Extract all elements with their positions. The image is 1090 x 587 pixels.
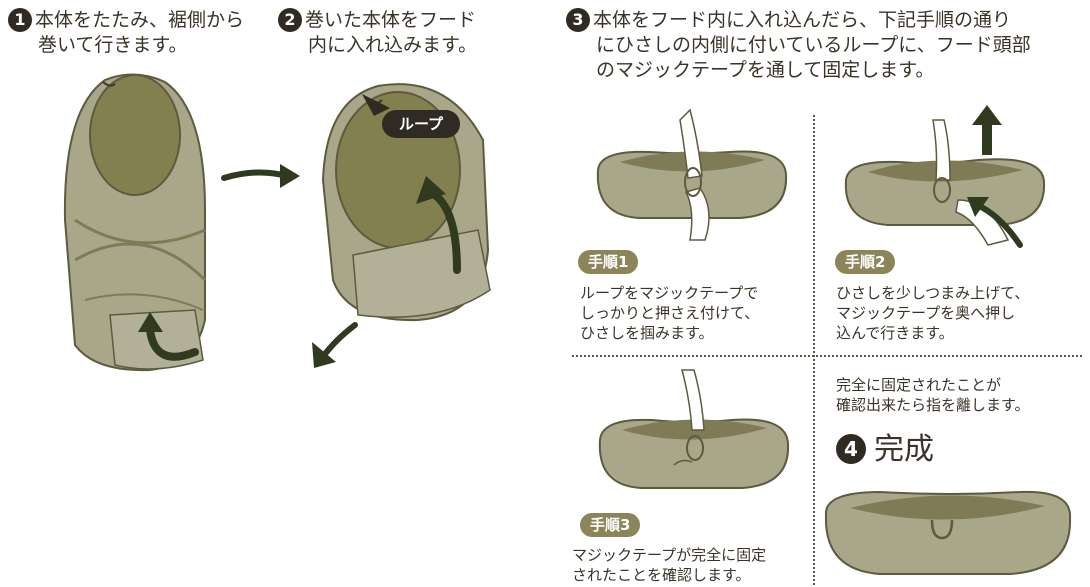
step-3-line-2: にひさしの内側に付いているループに、フード頭部: [596, 34, 1031, 56]
substep-1-illustration: [596, 108, 788, 241]
substep-3-line-2: されたことを確認します。: [572, 566, 751, 584]
complete-label: 完成: [874, 432, 934, 467]
arrow-up-icon: [972, 105, 1002, 155]
substep-1-text: ループをマジックテープで しっかりと押さえ付けて、 ひさしを掴みます。: [580, 283, 759, 343]
step-2-line-1: 巻いた本体をフード: [305, 9, 477, 31]
substep-2-line-1: ひさしを少しつまみ上げて、: [836, 284, 1030, 302]
hand-icon: [679, 108, 703, 179]
step-1-line-2: 巻いて行きます。: [38, 34, 188, 56]
substep-1-badge: 手順1: [578, 250, 639, 274]
loop-label-text: ループ: [398, 115, 444, 133]
substep-2-badge: 手順2: [835, 250, 896, 274]
substep-2-text: ひさしを少しつまみ上げて、 マジックテープを奥へ押し 込んで行きます。: [836, 283, 1029, 343]
curved-arrow-up-icon: [416, 176, 461, 274]
arrow-right-icon: [221, 164, 300, 188]
complete-illustration: [824, 490, 1072, 575]
step-3-line-3: のマジックテープを通して固定します。: [596, 59, 935, 81]
confirm-line-2: 確認出来たら指を離します。: [836, 396, 1030, 414]
grid-vertical-divider: [813, 115, 815, 585]
substep-1-line-3: ひさしを掴みます。: [580, 324, 714, 342]
step-4-number: 4: [836, 434, 866, 464]
arrow-down-left-icon: [312, 322, 358, 368]
step-2-line-2: 内に入れ込みます。: [308, 34, 478, 56]
substep-3-text: マジックテープが完全に固定 されたことを確認します。: [572, 545, 766, 585]
step-1-line-1: 本体をたたみ、裾側から: [35, 9, 245, 31]
confirm-text: 完全に固定されたことが 確認出来たら指を離します。: [836, 375, 1030, 415]
substep-3-line-1: マジックテープが完全に固定: [572, 546, 767, 564]
grid-horizontal-divider: [572, 355, 1082, 357]
step-2-number: 2: [278, 8, 302, 32]
substep-2-illustration: [844, 119, 1046, 246]
step-1-number: 1: [8, 8, 32, 32]
substep-2-line-2: マジックテープを奥へ押し: [836, 304, 1016, 322]
substep-3-badge: 手順3: [580, 513, 641, 537]
substep-1-line-1: ループをマジックテープで: [580, 284, 759, 302]
confirm-line-1: 完全に固定されたことが: [836, 376, 1002, 394]
substep-1-line-2: しっかりと押さえ付けて、: [580, 304, 760, 322]
step-3-number: 3: [566, 8, 590, 32]
complete-title: 4 完成: [836, 432, 934, 468]
substep-3-illustration: [598, 369, 790, 489]
step-3-line-1: 本体をフード内に入れ込んだら、下記手順の通り: [593, 9, 1012, 31]
step-2-illustration: [321, 83, 491, 322]
substep-2-line-3: 込んで行きます。: [836, 324, 954, 342]
arrow-pointer-icon: [362, 94, 390, 116]
curved-arrow-up-icon: [138, 312, 199, 361]
curved-arrow-icon: [967, 197, 1023, 248]
loop-label: ループ: [382, 110, 460, 138]
